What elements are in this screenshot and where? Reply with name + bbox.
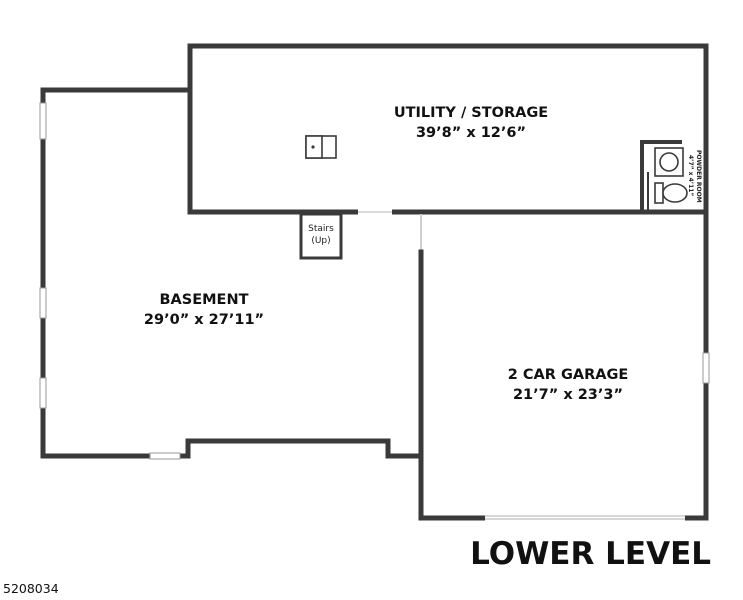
listing-id: 5208034 bbox=[3, 581, 59, 596]
powder-room-dims: 4’7” x 4’11” bbox=[687, 155, 694, 196]
basement-window-1 bbox=[39, 102, 47, 140]
stairs-direction: (Up) bbox=[311, 236, 330, 246]
basement-room-name: BASEMENT bbox=[160, 292, 249, 308]
sink-drain bbox=[311, 145, 315, 149]
basement-window-3 bbox=[39, 377, 47, 409]
basement-window-2 bbox=[39, 287, 47, 319]
stairs-label: Stairs bbox=[308, 224, 334, 234]
utility-room-name: UTILITY / STORAGE bbox=[394, 105, 548, 121]
garage-room-dims: 21’7” x 23’3” bbox=[513, 387, 623, 403]
garage-door-opening bbox=[485, 514, 685, 522]
powder-room-toilet-tank bbox=[654, 182, 664, 204]
basement-room-dims: 29’0” x 27’11” bbox=[144, 312, 264, 328]
garage-window bbox=[702, 352, 710, 384]
garage-room-name: 2 CAR GARAGE bbox=[508, 367, 629, 383]
stairs[interactable] bbox=[299, 212, 343, 260]
powder-room-walls bbox=[640, 140, 682, 214]
utility-storage-walls bbox=[187, 43, 709, 215]
powder-room-label: POWDER ROOM bbox=[695, 150, 702, 203]
basement-walls bbox=[40, 87, 424, 459]
utility-room-dims: 39’8” x 12’6” bbox=[416, 125, 526, 141]
level-label: LOWER LEVEL bbox=[470, 536, 711, 572]
garage-walls bbox=[418, 209, 709, 521]
powder-room-toilet-icon bbox=[662, 183, 688, 203]
basement-window-4 bbox=[149, 452, 181, 460]
powder-room-sink-icon bbox=[659, 152, 679, 172]
